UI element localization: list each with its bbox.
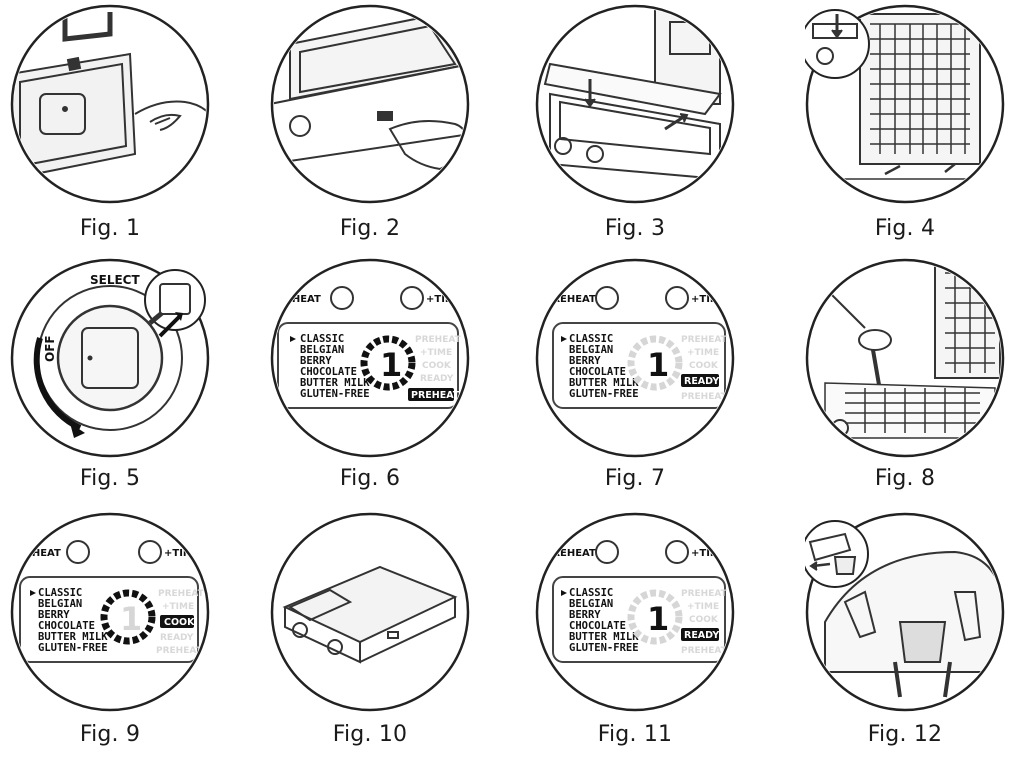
indicator: PREHEAT: [681, 392, 728, 402]
preheat-button: [595, 540, 619, 564]
indicator: PREHEAT: [158, 589, 205, 599]
time-button: [138, 540, 162, 564]
menu-item: GLUTEN-FREE: [569, 642, 639, 654]
time-button: [665, 286, 689, 310]
figure-caption: Fig. 1: [79, 216, 141, 241]
lcd-digit: 1: [120, 600, 142, 638]
lcd-preheat-illustration: PREHEAT +TIME CLASSIC BELGIAN BERRY CHOC…: [270, 258, 470, 458]
indicator: +TIME: [420, 348, 452, 358]
closed-maker-illustration: [270, 512, 470, 712]
menu-item: GLUTEN-FREE: [569, 388, 639, 400]
status-badge: READY: [684, 630, 719, 641]
menu-item: BUTTER MILK: [569, 631, 639, 643]
lcd-preheat-button-label: PREHEAT: [10, 548, 61, 559]
indicator: PREHEAT: [156, 646, 203, 656]
figure-caption: Fig. 12: [867, 722, 943, 747]
menu-item: CHOCOLATE: [569, 366, 626, 378]
menu-item: CHOCOLATE: [38, 620, 95, 632]
indicator: PREHEAT: [681, 589, 728, 599]
status-badge: PREHEAT: [411, 390, 460, 401]
lcd-digit: 1: [647, 600, 669, 638]
lid-handle-illustration: [10, 4, 210, 204]
menu-item: BERRY: [569, 609, 601, 621]
status-badge: READY: [684, 376, 719, 387]
indicator: COOK: [689, 615, 719, 625]
indicator: PREHEAT: [415, 335, 462, 345]
indicator: +TIME: [162, 602, 194, 612]
menu-item: GLUTEN-FREE: [300, 388, 370, 400]
figure-caption: Fig. 3: [604, 216, 666, 241]
indicator: +TIME: [687, 602, 719, 612]
lcd-ready-illustration: PREHEAT +TIME CLASSIC BELGIAN BERRY CHOC…: [535, 258, 735, 458]
lcd-preheat-button-label: PREHEAT: [545, 294, 596, 305]
time-button: [400, 286, 424, 310]
indicator: +TIME: [687, 348, 719, 358]
lcd-time-button-label: +TIME: [426, 294, 462, 305]
lcd-cook-illustration: PREHEAT +TIME CLASSIC BELGIAN BERRY CHOC…: [10, 512, 210, 712]
figure-caption: Fig. 7: [604, 466, 666, 491]
menu-item: BUTTER MILK: [300, 377, 370, 389]
menu-item: CHOCOLATE: [569, 620, 626, 632]
menu-item: CLASSIC: [569, 587, 613, 599]
waffle-plate-illustration: [805, 4, 1005, 204]
indicator: PREHEAT: [681, 335, 728, 345]
menu-item: BELGIAN: [38, 598, 82, 610]
menu-item: BERRY: [569, 355, 601, 367]
menu-item: BERRY: [38, 609, 70, 621]
figure-caption: Fig. 5: [79, 466, 141, 491]
dial-select-label: SELECT: [90, 273, 140, 287]
pour-batter-illustration: [805, 258, 1005, 458]
figure-caption: Fig. 4: [874, 216, 936, 241]
lcd-preheat-button-label: PREHEAT: [545, 548, 596, 559]
lcd-time-button-label: +TIME: [691, 548, 727, 559]
preheat-button: [66, 540, 90, 564]
menu-item: BELGIAN: [300, 344, 344, 356]
dial-plug-illustration: SELECT OFF: [10, 258, 210, 458]
figure-caption: Fig. 2: [339, 216, 401, 241]
release-button-illustration: [270, 4, 470, 204]
menu-item: BELGIAN: [569, 598, 613, 610]
lcd-digit: 1: [647, 346, 669, 384]
figure-caption: Fig. 11: [597, 722, 673, 747]
menu-item: BUTTER MILK: [38, 631, 108, 643]
dial-off-label: OFF: [43, 335, 57, 362]
time-button: [665, 540, 689, 564]
lcd-time-button-label: +TIME: [164, 548, 200, 559]
lcd-ready-illustration: PREHEAT +TIME CLASSIC BELGIAN BERRY CHOC…: [535, 512, 735, 712]
menu-item: CLASSIC: [38, 587, 82, 599]
menu-item: CLASSIC: [300, 333, 344, 345]
figure-caption: Fig. 6: [339, 466, 401, 491]
figure-caption: Fig. 9: [79, 722, 141, 747]
menu-item: BELGIAN: [569, 344, 613, 356]
indicator: READY: [420, 374, 454, 384]
menu-item: CHOCOLATE: [300, 366, 357, 378]
menu-item: BERRY: [300, 355, 332, 367]
menu-item: CLASSIC: [569, 333, 613, 345]
indicator: PREHEAT: [681, 646, 728, 656]
plate-insert-illustration: [535, 4, 735, 204]
indicator: READY: [160, 633, 194, 643]
figure-caption: Fig. 10: [332, 722, 408, 747]
drip-tray-illustration: [805, 512, 1005, 712]
lcd-digit: 1: [380, 346, 402, 384]
menu-item: BUTTER MILK: [569, 377, 639, 389]
preheat-button: [330, 286, 354, 310]
lcd-time-button-label: +TIME: [691, 294, 727, 305]
menu-item: GLUTEN-FREE: [38, 642, 108, 654]
indicator: COOK: [422, 361, 452, 371]
lcd-preheat-button-label: PREHEAT: [270, 294, 321, 305]
preheat-button: [595, 286, 619, 310]
indicator: COOK: [689, 361, 719, 371]
figure-caption: Fig. 8: [874, 466, 936, 491]
status-badge: COOK: [164, 617, 195, 628]
